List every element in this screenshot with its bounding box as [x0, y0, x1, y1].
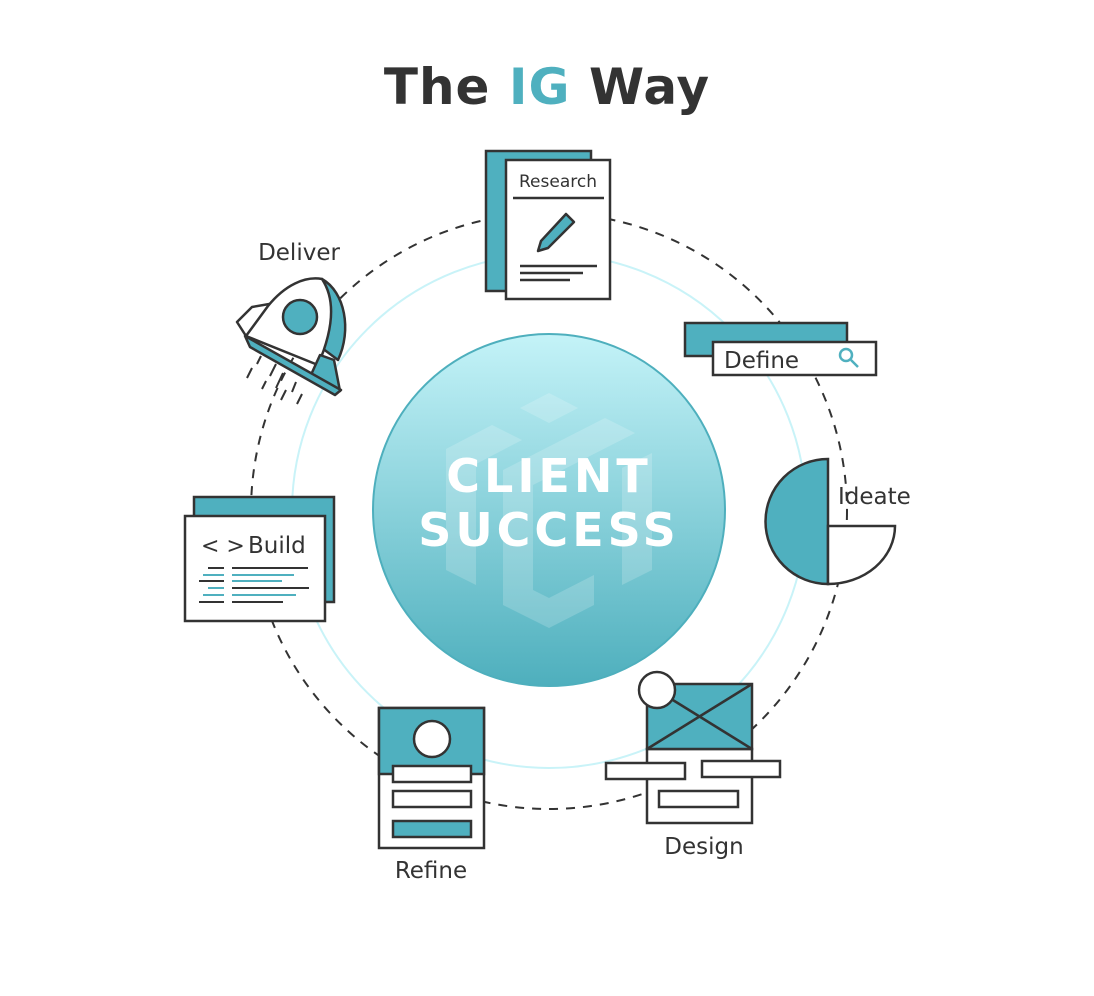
pie-chart-icon: [764, 457, 897, 586]
image-placeholder-icon: [645, 682, 754, 751]
stage-label-design: Design: [664, 834, 743, 860]
center-line-1: CLIENT: [446, 449, 651, 503]
page-title: The IG Way: [0, 58, 1094, 116]
stage-refine: [377, 706, 486, 850]
stage-define: [683, 321, 878, 377]
stage-label-deliver: Deliver: [258, 240, 340, 266]
title-accent: IG: [508, 58, 571, 116]
stage-build: [183, 495, 336, 623]
title-prefix: The: [383, 58, 491, 116]
search-icon: [838, 347, 859, 368]
stage-label-ideate: Ideate: [838, 484, 911, 510]
ig-logo-watermark: [446, 393, 652, 628]
stage-research: [484, 149, 612, 301]
avatar-icon: [412, 719, 452, 759]
pencil-icon: [536, 212, 576, 253]
stage-deliver: [235, 277, 347, 405]
stage-label-build: Build: [248, 533, 306, 559]
center-line-2: SUCCESS: [418, 503, 680, 557]
stage-design: [604, 670, 782, 825]
code-brackets-icon: < >: [201, 534, 245, 559]
client-success-hub: CLIENT SUCCESS: [372, 333, 726, 687]
stage-label-define: Define: [724, 348, 799, 374]
stage-label-refine: Refine: [395, 858, 467, 884]
stage-label-research: Research: [519, 172, 597, 192]
code-lines-icon: [199, 567, 309, 603]
stage-ideate: [764, 457, 897, 586]
title-suffix: Way: [588, 58, 711, 116]
rocket-icon: [235, 277, 347, 405]
